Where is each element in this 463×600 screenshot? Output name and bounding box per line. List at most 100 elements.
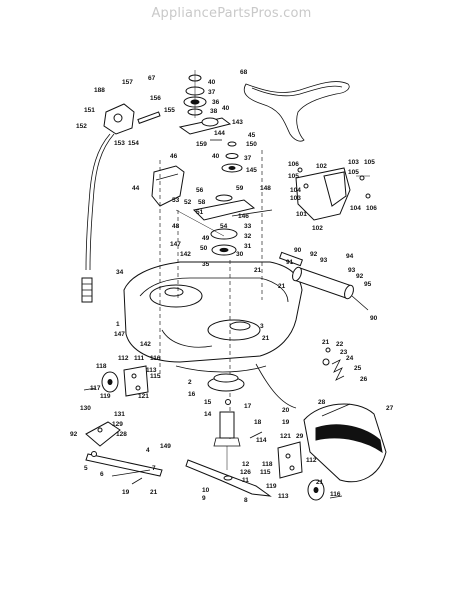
callout-35: 35: [202, 261, 210, 268]
callout-21: 21: [254, 267, 262, 274]
callout-106: 106: [288, 161, 299, 168]
callout-104: 104: [290, 187, 301, 194]
discharge-deflector: [295, 167, 371, 221]
callout-30: 30: [236, 251, 244, 258]
callout-147: 147: [170, 241, 181, 248]
callout-113: 113: [146, 367, 157, 374]
callout-40: 40: [222, 105, 230, 112]
callout-19: 19: [282, 419, 290, 426]
callout-151: 151: [84, 107, 95, 114]
callout-15: 15: [204, 399, 212, 406]
callout-45: 45: [248, 132, 256, 139]
callout-114: 114: [256, 437, 267, 444]
callout-118: 118: [262, 461, 273, 468]
callout-159: 159: [196, 141, 207, 148]
callout-95: 95: [364, 281, 372, 288]
callout-54: 54: [220, 223, 228, 230]
callout-48: 48: [172, 223, 180, 230]
callout-142: 142: [180, 251, 191, 258]
callout-21: 21: [316, 479, 324, 486]
callout-188: 188: [94, 87, 105, 94]
callout-113: 113: [278, 493, 289, 500]
idler-pulley-upper: [221, 141, 243, 173]
callout-92: 92: [356, 273, 364, 280]
callout-51: 51: [196, 209, 204, 216]
callout-112: 112: [118, 355, 129, 362]
callout-92: 92: [310, 251, 318, 258]
callout-102: 102: [312, 225, 323, 232]
callout-102: 102: [316, 163, 327, 170]
rear-roller: [278, 251, 369, 311]
callout-157: 157: [122, 79, 133, 86]
callout-36: 36: [212, 99, 220, 106]
callout-112: 112: [306, 457, 317, 464]
callout-21: 21: [322, 339, 330, 346]
callout-147: 147: [114, 331, 125, 338]
callout-19: 19: [122, 489, 130, 496]
gauge-wheel-left: [101, 365, 149, 397]
callout-90: 90: [370, 315, 378, 322]
callout-40: 40: [212, 153, 220, 160]
watermark-text: AppliancePartsPros.com: [151, 6, 312, 21]
callout-17: 17: [244, 403, 252, 410]
callout-44: 44: [132, 185, 140, 192]
callout-21: 21: [150, 489, 158, 496]
callout-94: 94: [346, 253, 354, 260]
callout-101: 101: [296, 211, 307, 218]
callout-118: 118: [96, 363, 107, 370]
callout-119: 119: [100, 393, 111, 400]
callout-11: 11: [242, 477, 249, 484]
callout-34: 34: [116, 269, 124, 276]
callout-146: 146: [238, 213, 249, 220]
callout-144: 144: [214, 130, 225, 137]
callout-27: 27: [386, 405, 394, 412]
callout-58: 58: [198, 199, 206, 206]
gauge-wheel-right: [277, 441, 325, 501]
callout-126: 126: [240, 469, 251, 476]
callout-93: 93: [348, 267, 356, 274]
callout-5: 5: [84, 465, 88, 472]
callout-37: 37: [208, 89, 216, 96]
callout-103: 103: [290, 195, 301, 202]
callout-16: 16: [188, 391, 196, 398]
callout-53: 53: [172, 197, 180, 204]
callout-33: 33: [244, 223, 252, 230]
callout-149: 149: [160, 443, 171, 450]
callout-38: 38: [210, 108, 218, 115]
idler-bracket: [178, 117, 232, 135]
callout-128: 128: [116, 431, 127, 438]
callout-21: 21: [278, 283, 286, 290]
front-hanger-bracket: [85, 421, 163, 477]
lift-spring: [322, 347, 345, 381]
callout-121: 121: [280, 433, 291, 440]
callout-115: 115: [260, 469, 271, 476]
callout-23: 23: [340, 349, 348, 356]
callout-6: 6: [100, 471, 104, 478]
callout-145: 145: [246, 167, 257, 174]
callout-12: 12: [242, 461, 250, 468]
callout-32: 32: [244, 233, 252, 240]
callout-67: 67: [148, 75, 156, 82]
blade-spindle: [207, 373, 245, 470]
callout-40: 40: [208, 79, 216, 86]
callout-129: 129: [112, 421, 123, 428]
callout-3: 3: [260, 323, 264, 330]
callout-46: 46: [170, 153, 178, 160]
callout-153: 153: [114, 140, 125, 147]
callout-105: 105: [348, 169, 359, 176]
callout-117: 117: [90, 385, 101, 392]
callout-31: 31: [244, 243, 252, 250]
callout-91: 91: [286, 259, 294, 266]
callout-156: 156: [150, 95, 161, 102]
idler-arm-assembly: [175, 194, 273, 256]
callout-25: 25: [354, 365, 362, 372]
rear-belt-cover: [303, 403, 387, 483]
callout-20: 20: [282, 407, 290, 414]
callout-9: 9: [202, 495, 206, 502]
lift-linkage: [81, 103, 161, 303]
callout-106: 106: [366, 205, 377, 212]
callout-103: 103: [348, 159, 359, 166]
callout-116: 116: [330, 491, 341, 498]
callout-68: 68: [240, 69, 248, 76]
